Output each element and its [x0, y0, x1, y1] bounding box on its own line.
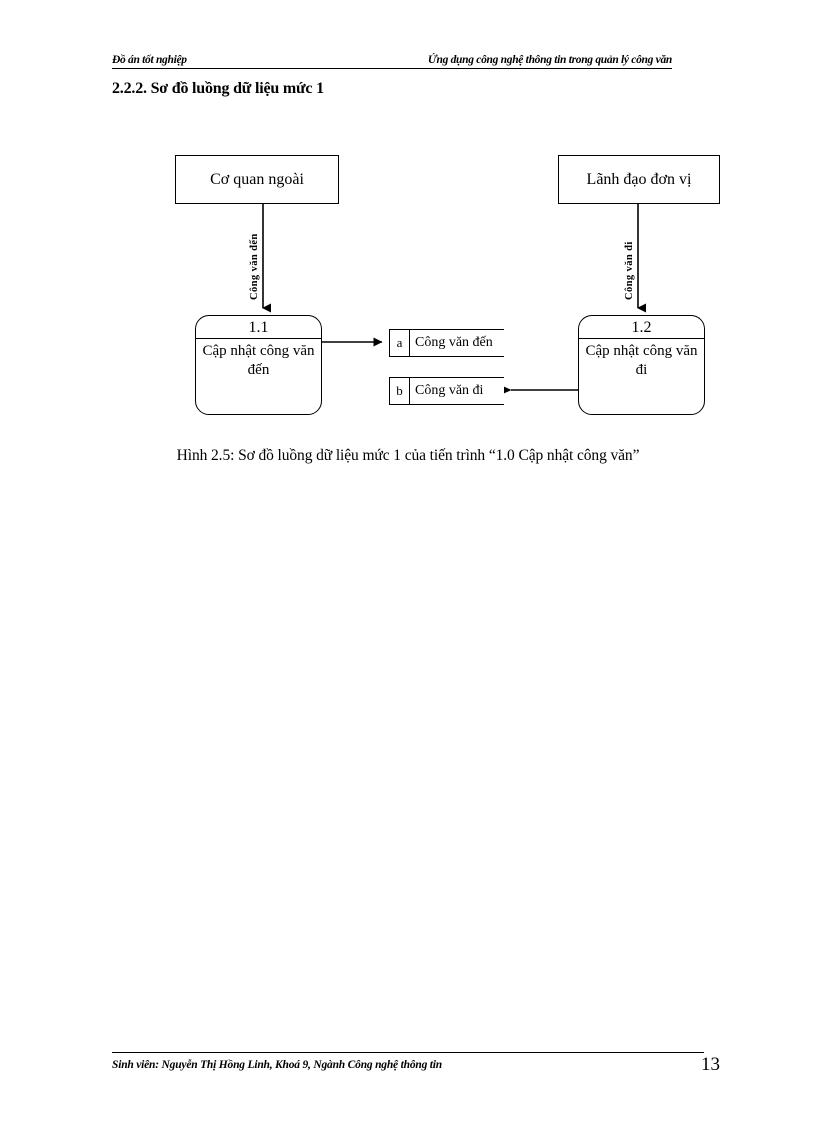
process-1-1-number: 1.1 [196, 317, 321, 339]
page-number: 13 [701, 1054, 720, 1075]
datastore-b-key: b [390, 378, 410, 404]
process-1-2-label: Cập nhật công văn đi [585, 343, 698, 378]
process-1-1: 1.1 Cập nhật công văn đến [195, 315, 322, 415]
entity-co-quan-ngoai: Cơ quan ngoài [175, 155, 339, 204]
flow-label-cong-van-den: Công văn đến [249, 233, 260, 300]
flow-label-cong-van-di: Công văn đi [624, 241, 635, 300]
process-1-1-label: Cập nhật công văn đến [202, 343, 315, 378]
entity-lanh-dao-don-vi: Lãnh đạo đơn vị [558, 155, 720, 204]
datastore-a: a Công văn đến [389, 329, 504, 357]
datastore-b: b Công văn đi [389, 377, 504, 405]
figure-caption: Hình 2.5: Sơ đồ luồng dữ liệu mức 1 của … [176, 447, 640, 464]
entity-lanh-dao-don-vi-label: Lãnh đạo đơn vị [586, 170, 692, 188]
process-1-2-number: 1.2 [579, 317, 704, 339]
process-1-2: 1.2 Cập nhật công văn đi [578, 315, 705, 415]
header-right-text: Ứng dụng công nghệ thông tin trong quản … [427, 54, 672, 66]
datastore-a-key: a [390, 330, 410, 356]
header-left-text: Đồ án tốt nghiệp [112, 54, 187, 66]
datastore-b-name: Công văn đi [415, 383, 484, 398]
page-footer: Sinh viên: Nguyễn Thị Hồng Linh, Khoá 9,… [112, 1052, 720, 1087]
section-heading: 2.2.2. Sơ đồ luồng dữ liệu mức 1 [112, 80, 324, 97]
entity-co-quan-ngoai-label: Cơ quan ngoài [210, 170, 304, 188]
footer-text: Sinh viên: Nguyễn Thị Hồng Linh, Khoá 9,… [112, 1059, 442, 1071]
datastore-a-name: Công văn đến [415, 335, 493, 350]
running-header: Đồ án tốt nghiệp Ứng dụng công nghệ thôn… [112, 44, 672, 69]
